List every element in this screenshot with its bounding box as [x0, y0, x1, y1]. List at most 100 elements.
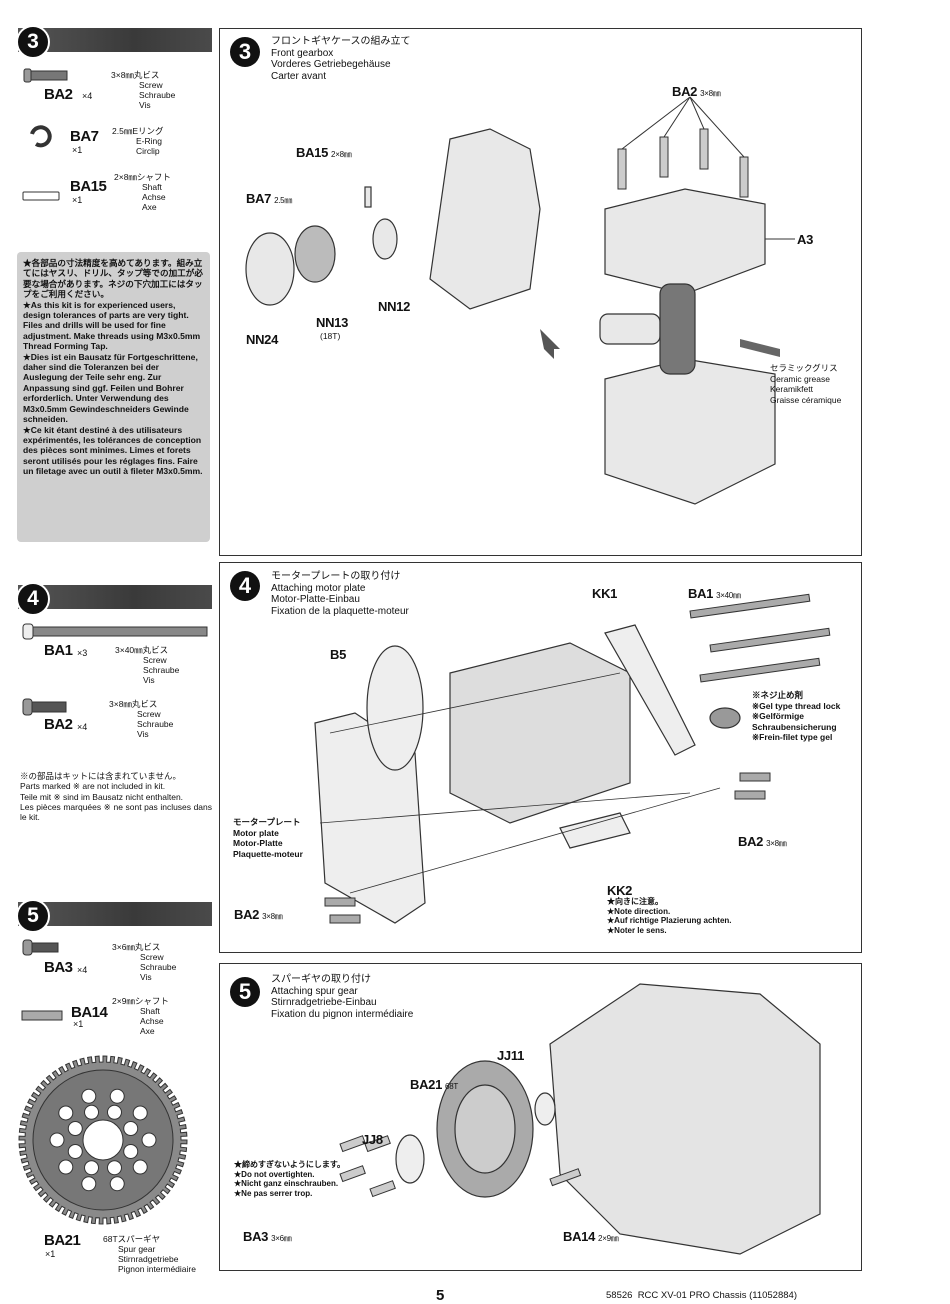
step-4-header: 4 — [16, 582, 212, 616]
gear-hole — [123, 1143, 139, 1159]
gear-hole — [132, 1159, 148, 1175]
grease-brush-icon — [740, 339, 780, 357]
note-de: ★Dies ist ein Bausatz für Fortgeschritte… — [23, 351, 198, 425]
screw-icon — [22, 939, 59, 956]
note-de: Teile mit ※ sind im Bausatz nicht enthal… — [20, 791, 184, 802]
ba1-screw — [699, 657, 821, 683]
ba14-shaft — [549, 1168, 582, 1187]
gearbox-housing — [429, 128, 541, 310]
step-number: 5 — [16, 899, 50, 933]
screw — [699, 128, 709, 170]
part-code: BA2 — [44, 86, 73, 103]
label-a3: A3 — [797, 232, 814, 247]
gear-hole — [84, 1160, 100, 1176]
motor-plate-diagram — [314, 593, 831, 924]
step-number: 4 — [16, 582, 50, 616]
diff-gear — [659, 283, 696, 375]
note-jp: ★各部品の寸法精度を高めてあります。組み立てにはヤスリ、ドリル、タップ等での加工… — [23, 258, 203, 300]
part-qty: ×4 — [77, 965, 88, 975]
gear-hole — [141, 1132, 157, 1148]
screw-icon — [23, 68, 68, 83]
gear-hole — [67, 1121, 83, 1137]
step-number: 5 — [230, 977, 260, 1007]
b5-cover — [366, 645, 424, 771]
part-code: BA3 — [44, 959, 73, 976]
gear-hole — [84, 1104, 100, 1120]
label-jj11: JJ11 — [497, 1048, 525, 1063]
nn13-gear — [294, 225, 336, 283]
kk1-bracket — [604, 624, 696, 756]
part-code: BA15 — [70, 178, 107, 195]
assembled-lower-case — [604, 358, 776, 505]
gear-hub-hole — [82, 1119, 124, 1161]
chassis-assembly — [549, 983, 821, 1255]
gear-hole — [106, 1104, 122, 1120]
spur-gear-diagram — [339, 983, 821, 1255]
ba2-screw — [739, 772, 771, 782]
ba3-screw — [364, 1135, 391, 1153]
ba1-screw — [689, 593, 811, 619]
label-nn12: NN12 — [378, 299, 411, 314]
gear-hole — [67, 1143, 83, 1159]
step-4-parts-art — [22, 623, 208, 716]
not-included-note: ※の部品はキットには含まれていません。 Parts marked ※ are n… — [20, 771, 212, 822]
note-jp: ※の部品はキットには含まれていません。 — [20, 771, 181, 781]
label-nn24: NN24 — [246, 332, 279, 347]
e-ring-icon — [30, 125, 52, 148]
kk2-block — [559, 812, 631, 849]
step-number: 3 — [16, 25, 50, 59]
jj8-plate — [395, 1134, 425, 1184]
note-en: Parts marked ※ are not included in kit. — [20, 781, 166, 792]
ba2-screw — [734, 790, 766, 800]
spur-gear-icon — [18, 1055, 188, 1225]
label-kk2: KK2 — [607, 883, 633, 898]
step-3-parts-art — [22, 68, 68, 201]
part-code: BA21 — [44, 1232, 81, 1249]
gearbox — [449, 642, 631, 824]
part-qty: ×4 — [77, 722, 88, 732]
gear-hole — [81, 1176, 97, 1192]
document-id: 58526 RCC XV-01 PRO Chassis (11052884) — [606, 1290, 797, 1301]
label-nn13: NN13 — [316, 315, 349, 330]
front-gearbox-diagram — [245, 96, 795, 505]
overtighten-note: ★締めすぎないようにします。★Do not overtighten.★Nicht… — [234, 1160, 346, 1198]
note-fr: ★Ce kit étant destiné à des utilisateurs… — [23, 424, 203, 477]
note-fr: Les pièces marquées ※ ne sont pas inclus… — [20, 801, 212, 823]
label-kk1: KK1 — [592, 586, 618, 601]
gear-hole — [106, 1160, 122, 1176]
label-jj8: JJ8 — [362, 1132, 383, 1147]
part-code: BA2 — [44, 716, 73, 733]
gear-hole — [49, 1132, 65, 1148]
ba3-screw — [339, 1135, 366, 1153]
part-qty: ×1 — [72, 145, 83, 155]
part-qty: ×3 — [77, 648, 88, 658]
step-number: 4 — [230, 571, 260, 601]
step-number: 3 — [230, 37, 260, 67]
gear-hole — [132, 1105, 148, 1121]
nn12-gear — [372, 218, 398, 260]
gear-hole — [81, 1088, 97, 1104]
ba21-spur-gear-hub — [454, 1084, 516, 1174]
